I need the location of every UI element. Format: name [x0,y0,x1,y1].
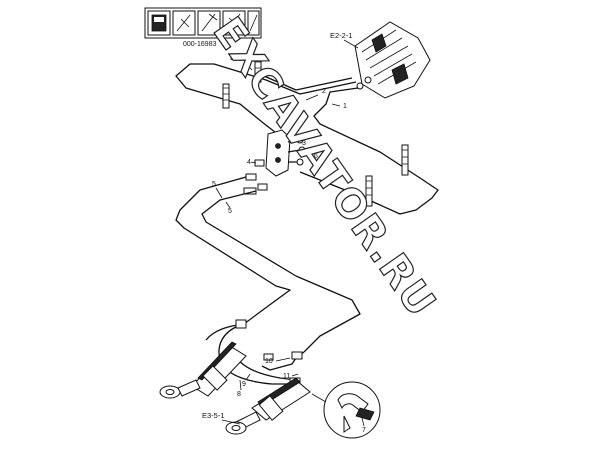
callout-9: 9 [242,381,246,388]
callout-2: 2 [322,88,326,95]
control-valve [354,21,431,99]
detail-inset [311,381,381,439]
ref-label-bottom-cylinder: E3-5-1 [202,411,225,420]
hydraulic-cylinder-upper [159,341,247,399]
callout-6: 6 [314,153,318,160]
pipe-clamp [365,175,373,207]
hydraulic-pipe-5b [201,190,361,353]
callout-10: 10 [265,358,273,365]
callout-1: 1 [343,103,347,110]
hydraulic-cylinder-lower [225,377,311,435]
hydraulic-pipe-2 [175,63,357,137]
pipe-clamp [222,83,230,109]
callout-5-upper: 5 [212,181,216,188]
callout-3: 3 [302,140,306,147]
hydraulic-tool-icon [172,10,196,36]
tool-icon [247,10,260,36]
tool-icon [222,10,246,36]
fitting [291,351,303,360]
pipe-clamp [401,144,409,176]
callout-4: 4 [247,159,251,166]
part-code: 000-16983 [183,41,217,48]
callout-8: 8 [237,391,241,398]
fitting [263,353,274,361]
manual-book-icon [147,10,171,36]
hydraulic-pipe-1 [299,87,439,215]
header-icon-strip [144,7,262,39]
fitting [243,159,268,195]
callout-7: 7 [362,427,366,434]
ref-label-top-valve: E2-2-1 [330,31,353,40]
ref-label-middle-block: E1-5-1 [230,53,253,62]
callouts: 1 2 3 4 5 5 6 7 8 9 10 11 [212,88,366,434]
junction-block [265,129,306,177]
callout-5-lower: 5 [228,208,232,215]
callout-11: 11 [283,373,290,380]
pipe-clamp [254,57,262,83]
hydraulic-pipe-5 [175,176,291,325]
fitting [235,319,247,329]
tool-icon [197,10,221,36]
